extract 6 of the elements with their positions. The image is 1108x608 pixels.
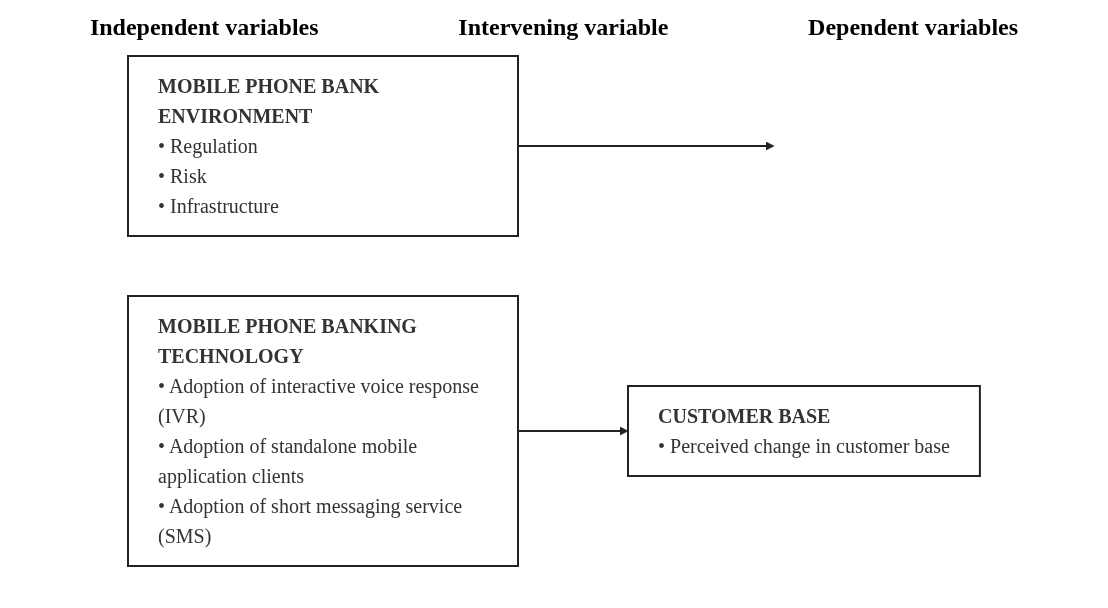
node-box: MOBILE PHONE BANKING TECHNOLOGY • Adoption of interactive voice response (IVR) • Adoption of standalone mobile application clients • Adoption of short messaging service (SMS) [127,295,520,567]
node-box: MOBILE PHONE BANK ENVIRONMENT • Regulation • Risk • Infrastructure [127,55,520,237]
column-heading: Independent variables [89,14,319,41]
column-heading: Intervening variable [458,14,669,41]
node-box: CUSTOMER BASE • Perceived change in customer base [627,385,981,477]
column-heading: Dependent variables [808,14,1019,41]
